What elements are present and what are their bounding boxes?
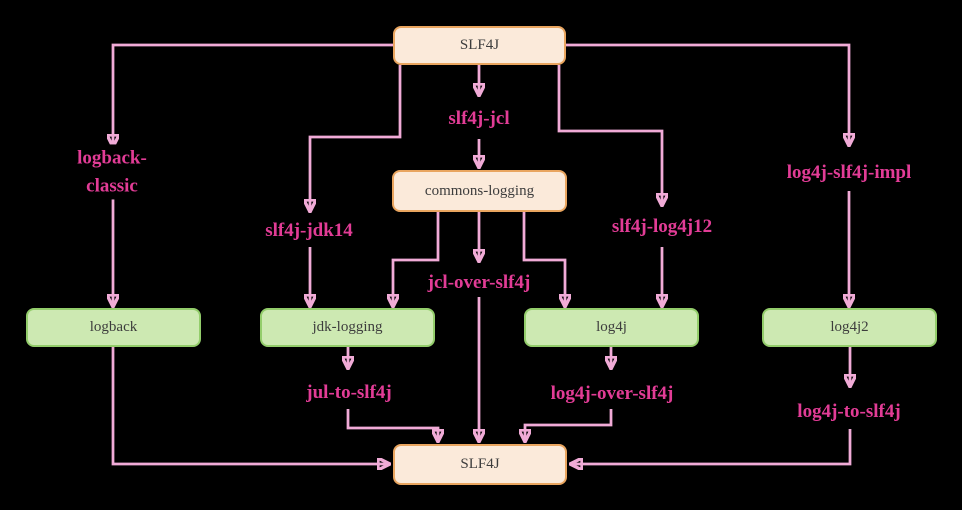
edge-label-logback-classic: logback-classic <box>62 144 162 200</box>
edge-label-jcl-over-slf4j: jcl-over-slf4j <box>424 271 534 295</box>
arrow-logback-to-slf4j <box>111 347 390 464</box>
edge-label-log4j-to-slf4j: log4j-to-slf4j <box>794 400 904 424</box>
arrow-slf4j-to-slf4j-log4j12 <box>557 65 662 206</box>
node-log4j2: log4j2 <box>762 308 937 347</box>
node-commons-logging: commons-logging <box>392 170 567 212</box>
arrow-slf4j-to-log4j-slf4j-impl <box>566 43 849 146</box>
edge-label-log4j-slf4j-impl: log4j-slf4j-impl <box>783 161 915 185</box>
arrow-log4j-over-slf4j-to-slf4j <box>525 409 613 442</box>
arrow-slf4j-to-logback-classic <box>113 43 393 147</box>
arrow-commons-logging-to-jdk-logging <box>393 211 440 307</box>
edge-label-slf4j-jcl: slf4j-jcl <box>445 107 513 131</box>
arrow-log4j-to-slf4j-to-slf4j <box>570 429 852 464</box>
arrow-commons-logging-to-log4j <box>522 211 565 307</box>
edge-label-log4j-over-slf4j: log4j-over-slf4j <box>547 382 677 406</box>
arrow-slf4j-to-slf4j-jdk14 <box>310 65 402 212</box>
edge-label-jul-to-slf4j: jul-to-slf4j <box>303 381 395 405</box>
node-log4j: log4j <box>524 308 699 347</box>
node-logback: logback <box>26 308 201 347</box>
arrow-jul-to-slf4j-to-slf4j <box>346 409 438 442</box>
edge-label-slf4j-log4j12: slf4j-log4j12 <box>608 215 716 239</box>
edge-label-slf4j-jdk14: slf4j-jdk14 <box>262 219 356 243</box>
node-slf4j-bottom: SLF4J <box>393 444 567 485</box>
node-slf4j-top: SLF4J <box>393 26 566 65</box>
node-jdk-logging: jdk-logging <box>260 308 435 347</box>
